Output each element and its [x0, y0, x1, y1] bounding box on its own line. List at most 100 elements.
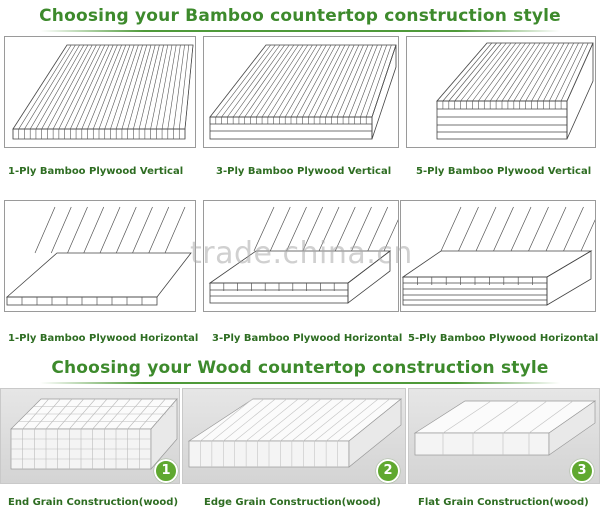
- grain-line: [200, 398, 253, 442]
- grain-line: [257, 398, 310, 442]
- grain-line: [245, 398, 299, 442]
- grain-line: [308, 44, 346, 118]
- grain-line: [35, 44, 85, 130]
- grain-line: [458, 206, 479, 252]
- bamboo-3ply-horizontal-illustration: [203, 200, 399, 312]
- grain-line: [238, 44, 290, 118]
- grain-line: [250, 44, 299, 118]
- grain-line: [354, 44, 383, 118]
- grain-line: [244, 44, 295, 118]
- grain-line: [87, 44, 122, 130]
- wood-section-title: Choosing your Wood countertop constructi…: [51, 358, 549, 378]
- grain-line: [501, 42, 541, 102]
- grain-line: [115, 206, 137, 254]
- grain-line: [121, 44, 148, 130]
- grain-line: [334, 206, 356, 252]
- grain-line: [510, 206, 532, 252]
- end-grain-label: End Grain Construction(wood): [8, 497, 179, 508]
- grain-line: [286, 206, 307, 252]
- grain-line: [29, 44, 80, 130]
- grain-line: [256, 44, 304, 118]
- grain-line: [268, 398, 322, 442]
- grain-line: [173, 44, 185, 130]
- grain-line: [303, 398, 356, 442]
- grain-line: [221, 44, 276, 118]
- grain-line: [211, 398, 265, 442]
- grain-line: [313, 44, 350, 118]
- grain-line: [132, 206, 153, 254]
- grain-line: [337, 44, 369, 118]
- grain-line: [525, 42, 560, 102]
- grain-line: [209, 44, 267, 118]
- grain-line: [318, 206, 340, 252]
- grain-line: [365, 44, 392, 118]
- grain-line: [83, 206, 105, 254]
- grain-line: [273, 44, 318, 118]
- flat-grain-badge: 3: [570, 459, 594, 483]
- grain-line: [537, 42, 570, 102]
- grain-line: [70, 44, 110, 130]
- grain-line: [519, 42, 555, 102]
- grain-line: [475, 206, 497, 252]
- grain-line: [351, 206, 372, 252]
- grain-line: [50, 206, 72, 254]
- grain-line: [167, 44, 181, 130]
- end-grain-badge: 1: [154, 459, 178, 483]
- grain-line: [302, 44, 341, 118]
- grain-line: [150, 44, 169, 130]
- bamboo-1ply-vertical-illustration: [4, 36, 196, 148]
- grain-line: [460, 42, 507, 102]
- grain-line: [227, 44, 281, 118]
- grain-line: [81, 44, 118, 130]
- grain-line: [156, 44, 173, 130]
- grain-line: [99, 206, 121, 254]
- grain-line: [223, 398, 276, 442]
- grain-line: [291, 398, 345, 442]
- grain-line: [24, 44, 76, 130]
- grain-line: [267, 44, 313, 118]
- grain-line: [284, 44, 327, 118]
- grain-line: [296, 44, 336, 118]
- bamboo-5ply-vertical-illustration: [406, 36, 596, 148]
- grain-line: [34, 206, 56, 254]
- watermark: trade.china.cn: [190, 236, 413, 271]
- grain-line: [98, 44, 131, 130]
- grain-line: [440, 206, 462, 252]
- grain-line: [269, 206, 291, 252]
- grain-line: [528, 206, 549, 252]
- bamboo-5ply-vertical-label: 5-Ply Bamboo Plywood Vertical: [416, 166, 592, 177]
- bamboo-section-title: Choosing your Bamboo countertop construc…: [39, 6, 561, 26]
- grain-line: [92, 44, 127, 130]
- edge-grain-badge: 2: [376, 459, 400, 483]
- grain-line: [478, 42, 521, 102]
- grain-line: [436, 42, 488, 102]
- bamboo-1ply-horizontal-illustration: [4, 200, 196, 312]
- grain-line: [234, 398, 287, 442]
- grain-line: [104, 44, 135, 130]
- grain-line: [148, 206, 170, 254]
- grain-line: [493, 206, 514, 252]
- grain-line: [110, 44, 139, 130]
- grain-line: [58, 44, 101, 130]
- grain-line: [560, 42, 589, 102]
- grain-line: [279, 44, 322, 118]
- grain-line: [319, 44, 355, 118]
- grain-line: [127, 44, 152, 130]
- grain-line: [489, 42, 531, 102]
- grain-line: [554, 42, 584, 102]
- bamboo-3ply-horizontal-label: 3-Ply Bamboo Plywood Horizontal: [212, 333, 403, 344]
- grain-line: [348, 44, 378, 118]
- grain-line: [507, 42, 546, 102]
- bamboo-5ply-horizontal-label: 5-Ply Bamboo Plywood Horizontal: [408, 333, 599, 344]
- grain-line: [342, 44, 374, 118]
- grain-line: [371, 44, 397, 118]
- grain-line: [580, 219, 595, 252]
- grain-line: [331, 44, 364, 118]
- flat-grain-label: Flat Grain Construction(wood): [418, 497, 589, 508]
- grain-line: [133, 44, 156, 130]
- bamboo-1ply-vertical-label: 1-Ply Bamboo Plywood Vertical: [8, 166, 184, 177]
- grain-line: [253, 206, 275, 252]
- grain-line: [513, 42, 550, 102]
- grain-line: [454, 42, 502, 102]
- bamboo-3ply-vertical-label: 3-Ply Bamboo Plywood Vertical: [216, 166, 392, 177]
